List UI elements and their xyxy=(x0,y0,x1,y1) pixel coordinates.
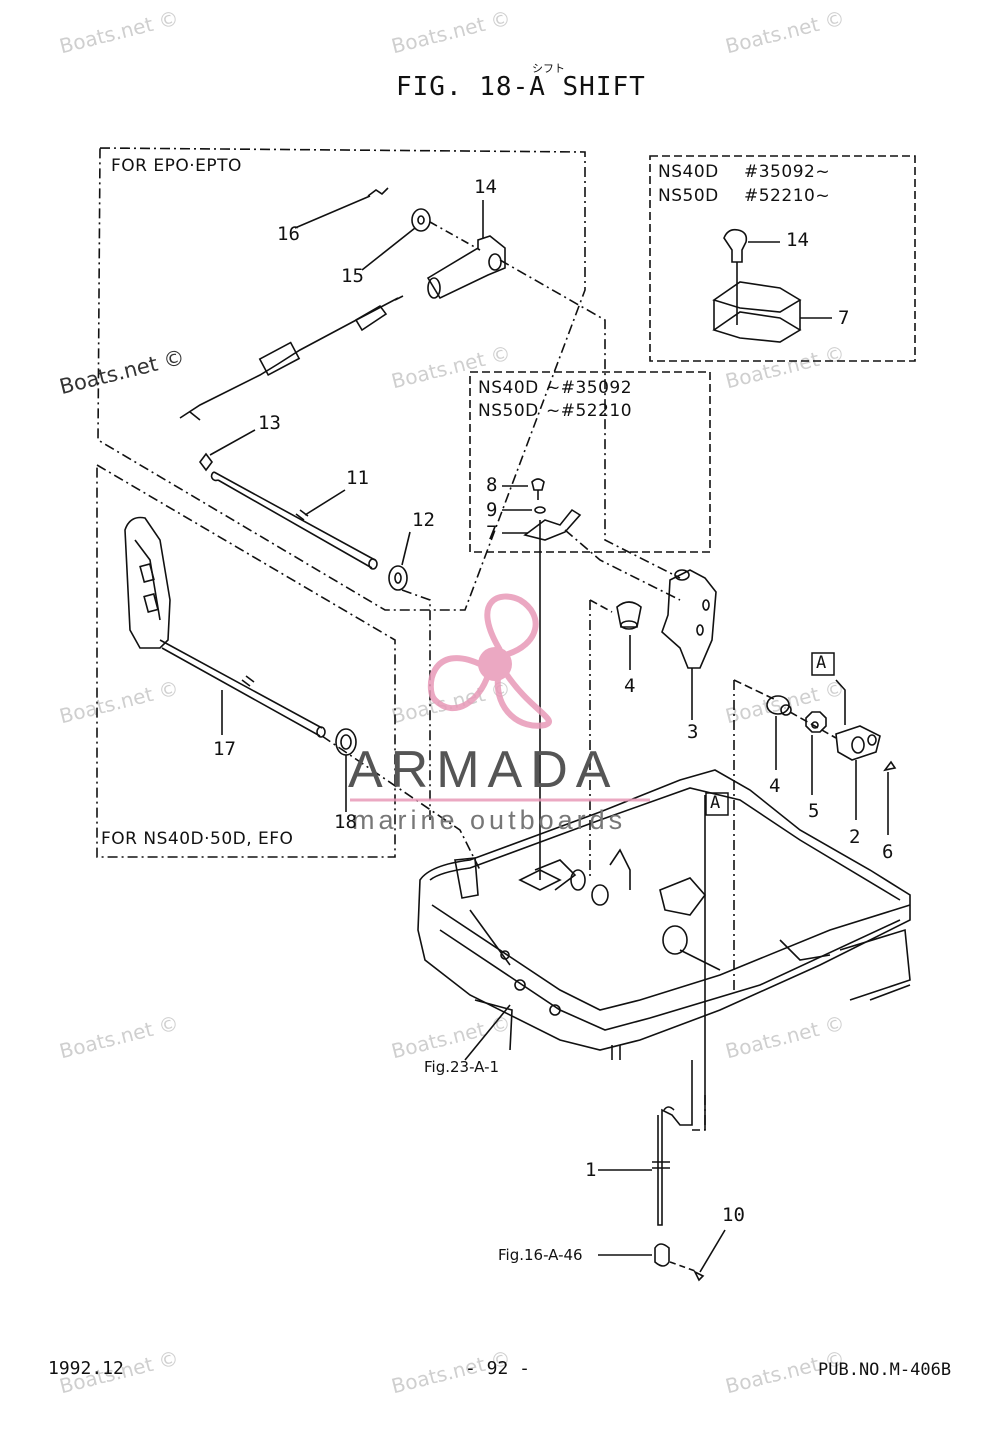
efo-box-outline xyxy=(96,463,396,858)
early-box-serial-1: ~#35092 xyxy=(546,378,633,398)
callout-16: 16 xyxy=(277,223,300,245)
epo-box-outline xyxy=(97,147,586,611)
mark-a: A xyxy=(710,793,721,813)
fig-ref-16: Fig.16-A-46 xyxy=(498,1246,583,1264)
title-furigana: シフト xyxy=(532,62,565,75)
mark-a: A xyxy=(816,653,827,673)
early-box-serial-2: ~#52210 xyxy=(546,401,633,421)
late-box-model-1: NS40D xyxy=(658,162,719,182)
callout-10: 10 xyxy=(722,1204,745,1226)
callout-11: 11 xyxy=(346,467,369,489)
fig-ref-23: Fig.23-A-1 xyxy=(424,1058,500,1076)
callout-13: 13 xyxy=(258,412,281,434)
late-serial-box xyxy=(649,155,916,362)
callout-18: 18 xyxy=(334,811,357,833)
efo-box-title: FOR NS40D·50D, EFO xyxy=(101,829,294,849)
logo-tagline: marine outboards xyxy=(352,805,627,835)
callout-3: 3 xyxy=(687,721,699,743)
late-box-serial-1: #35092~ xyxy=(744,162,831,182)
callout-14: 14 xyxy=(786,229,809,251)
logo-name: ARMADA xyxy=(348,741,619,799)
page-title: FIG. 18-A SHIFT xyxy=(396,72,646,102)
footer-date: 1992.12 xyxy=(48,1358,124,1379)
callout-1: 1 xyxy=(585,1159,597,1181)
callout-2: 2 xyxy=(849,826,861,848)
callout-5: 5 xyxy=(808,800,820,822)
callout-8: 8 xyxy=(486,474,498,496)
early-serial-box xyxy=(469,371,711,553)
footer-page-number: - 92 - xyxy=(465,1358,531,1379)
callout-15: 15 xyxy=(341,265,364,287)
epo-box-title: FOR EPO·EPTO xyxy=(111,156,242,176)
late-box-model-2: NS50D xyxy=(658,186,719,206)
late-box-serial-2: #52210~ xyxy=(744,186,831,206)
callout-6: 6 xyxy=(882,841,894,863)
callout-14: 14 xyxy=(474,176,497,198)
cowl-outline xyxy=(417,769,911,1051)
callout-7: 7 xyxy=(486,522,498,544)
callout-7: 7 xyxy=(838,307,850,329)
callout-12: 12 xyxy=(412,509,435,531)
early-box-model-1: NS40D xyxy=(478,378,539,398)
callout-4: 4 xyxy=(624,675,636,697)
callout-9: 9 xyxy=(486,499,498,521)
callout-4: 4 xyxy=(769,775,781,797)
callout-17: 17 xyxy=(213,738,236,760)
footer-pub-number: PUB.NO.M-406B xyxy=(818,1360,952,1380)
early-box-model-2: NS50D xyxy=(478,401,539,421)
